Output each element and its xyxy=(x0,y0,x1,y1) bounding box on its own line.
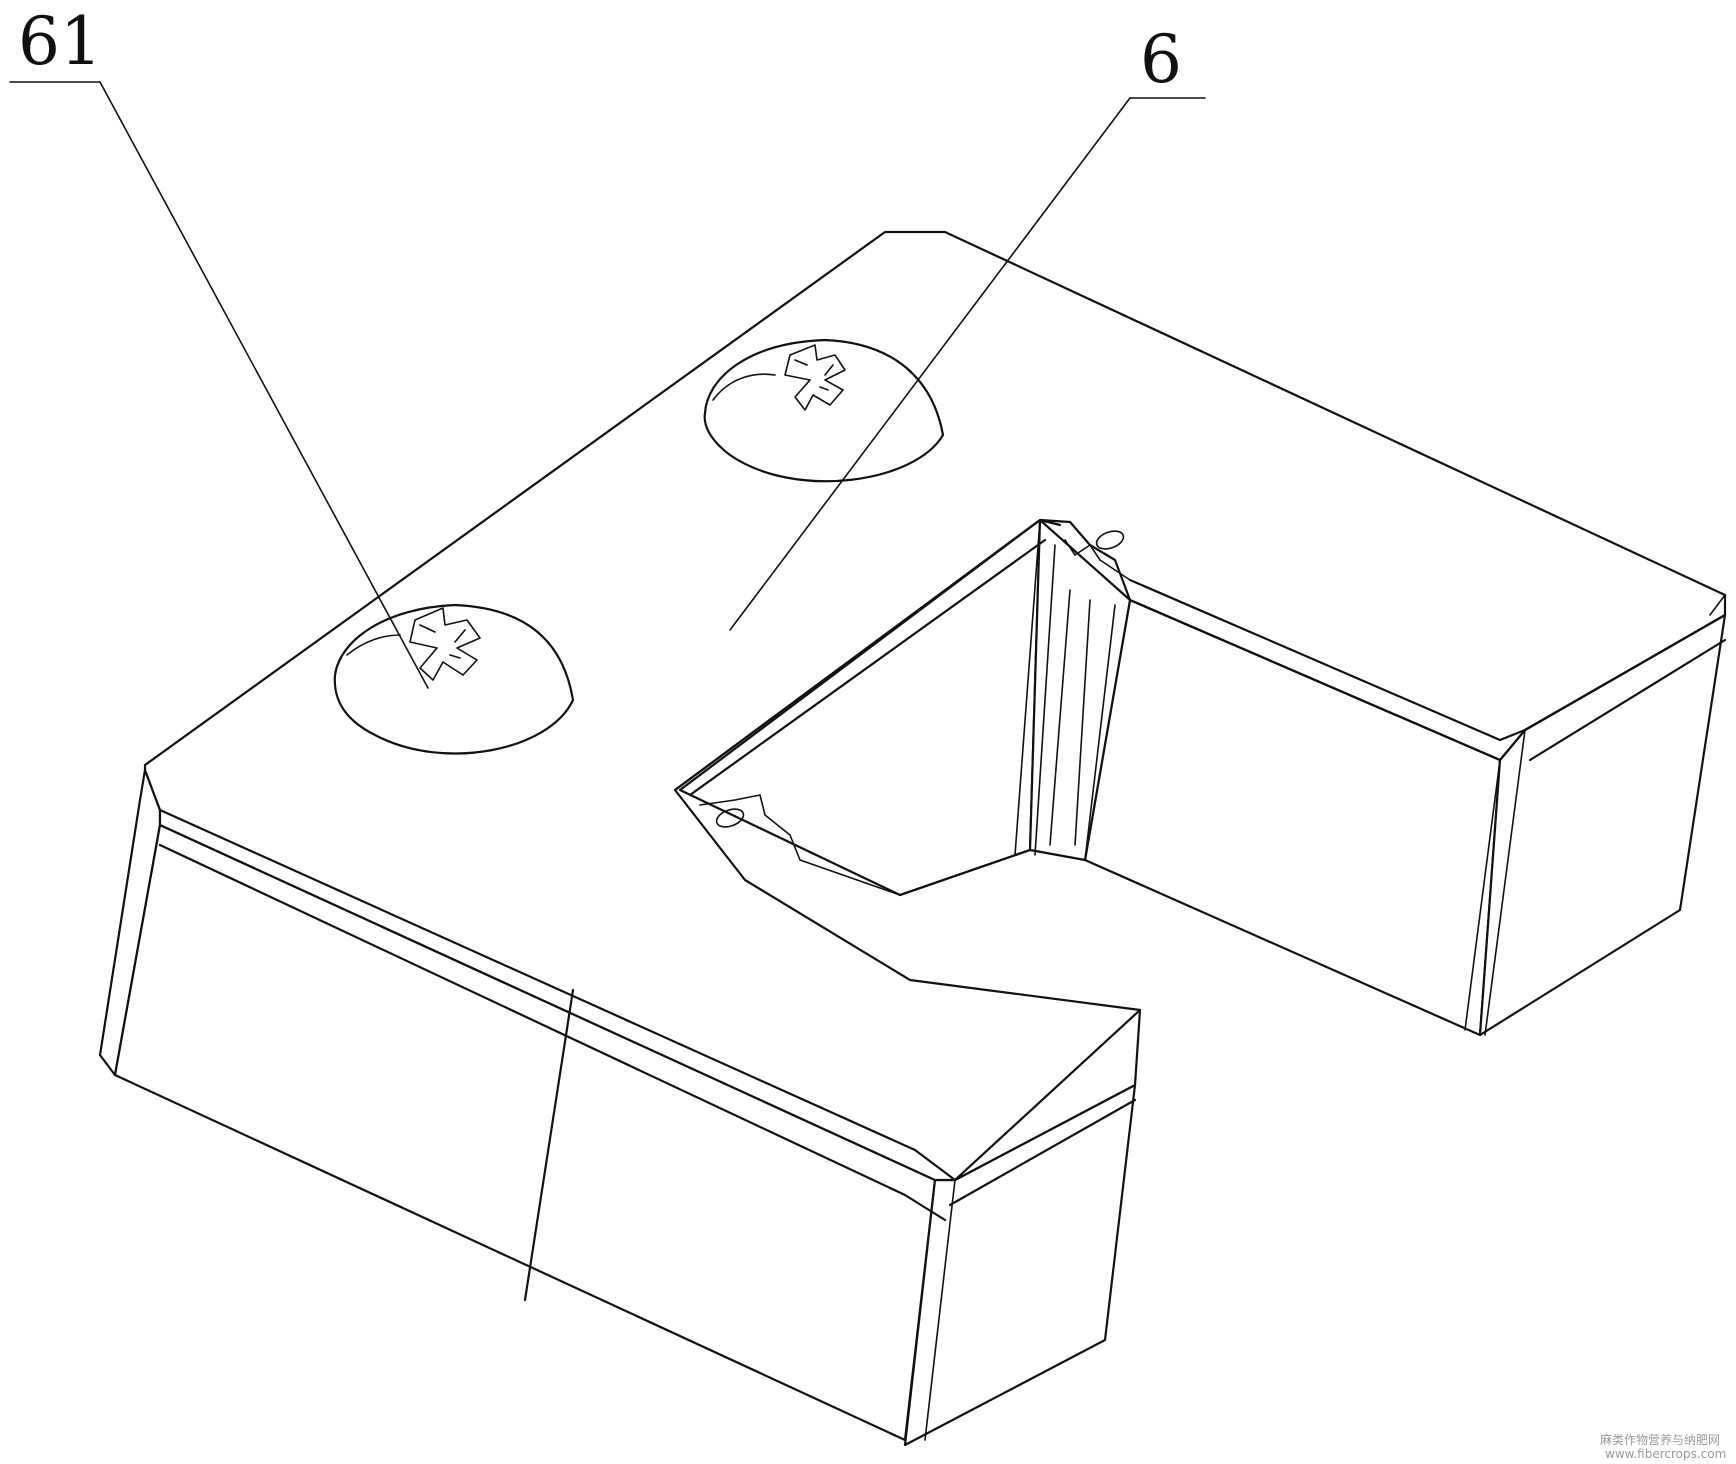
right-arm-back-vert xyxy=(1709,594,1726,616)
screw-upper-dome-edge xyxy=(712,373,776,401)
callout-6: 6 xyxy=(729,21,1206,631)
screw-lower-dome-edge xyxy=(346,634,401,656)
left-arm-end-edge xyxy=(948,1098,1137,1207)
slot-notch-right xyxy=(1064,539,1131,581)
left-arm-mid-split xyxy=(523,988,575,1302)
slot-groove-3 xyxy=(1049,589,1071,846)
watermark-line1: 麻类作物营养与纳肥网 xyxy=(1600,1432,1720,1447)
screw-upper-cross xyxy=(784,344,846,411)
callout-61-label: 61 xyxy=(18,3,102,80)
callout-6-leader xyxy=(729,97,1131,631)
left-arm-vertical-2 xyxy=(114,824,161,1076)
right-arm-corner-vert xyxy=(1464,759,1501,1031)
screw-lower xyxy=(333,603,575,755)
callout-61: 61 xyxy=(9,3,429,689)
callout-61-leader xyxy=(99,81,429,689)
screw-lower-dome xyxy=(333,603,575,755)
slot-inner-lip xyxy=(688,538,1047,797)
right-arm-chamfer-top xyxy=(1128,578,1527,742)
block-body xyxy=(98,230,1727,1447)
slot-groove-1 xyxy=(1014,519,1041,856)
slot-pin-left xyxy=(715,808,745,828)
screw-upper-dome xyxy=(703,338,945,483)
slot-groove-2 xyxy=(1034,544,1056,856)
right-arm-end-edge xyxy=(1528,638,1727,762)
watermark-line2: www.fibercrops.com xyxy=(1605,1447,1726,1461)
watermark: 麻类作物营养与纳肥网 www.fibercrops.com xyxy=(1600,1432,1726,1461)
left-arm-chamfer-top xyxy=(158,808,957,1182)
slot-groove-5 xyxy=(1084,604,1116,861)
screw-lower-cross xyxy=(409,607,481,681)
left-arm-chamfer-bottom xyxy=(158,843,947,1222)
right-arm-end-vert xyxy=(1484,729,1526,1036)
edge-lines xyxy=(99,518,1727,1441)
slot-notch-left xyxy=(699,794,901,896)
left-arm-end-vert xyxy=(924,1179,956,1441)
left-arm-end-top xyxy=(953,1008,1142,1182)
screw-upper-cross-shade xyxy=(794,359,834,391)
left-arm-vertical-1 xyxy=(99,799,141,1056)
slot-floor-edge xyxy=(898,848,1032,897)
screw-lower-cross-shade xyxy=(419,624,466,659)
slot-groove-4 xyxy=(1074,599,1091,846)
right-arm-end-top xyxy=(1523,613,1727,732)
callout-6-label: 6 xyxy=(1140,21,1182,98)
right-arm-chamfer-bottom xyxy=(1128,598,1502,762)
slot-pin-right xyxy=(1095,530,1125,550)
screw-upper xyxy=(703,338,945,483)
